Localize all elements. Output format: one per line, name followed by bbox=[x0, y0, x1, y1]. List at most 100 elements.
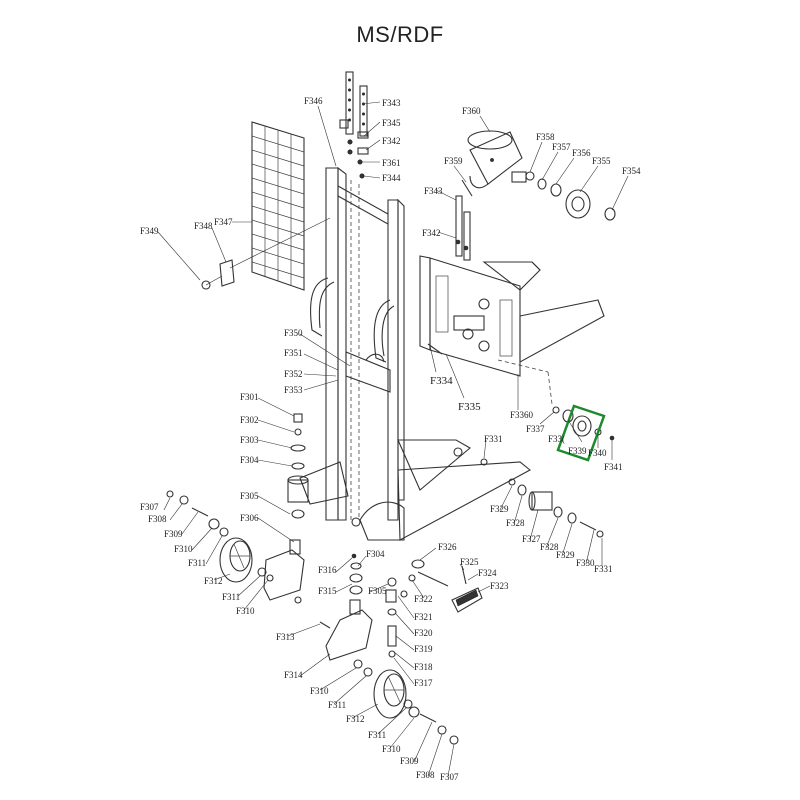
label-f301: F301 bbox=[240, 392, 259, 402]
label-f311: F311 bbox=[188, 558, 206, 568]
right-caster-wheel[interactable] bbox=[373, 669, 407, 719]
label-f312-bottom: F312 bbox=[346, 714, 365, 724]
label-f311-bottom-right: F311 bbox=[368, 730, 386, 740]
label-f307: F307 bbox=[140, 502, 159, 512]
label-f316: F316 bbox=[318, 565, 337, 575]
label-f331: F331 bbox=[484, 434, 503, 444]
label-f343-right: F343 bbox=[424, 186, 443, 196]
label-f334: F334 bbox=[430, 375, 453, 387]
label-f323: F323 bbox=[490, 581, 509, 591]
fork-arms[interactable] bbox=[482, 261, 605, 363]
label-f360: F360 bbox=[462, 106, 481, 116]
label-f344: F344 bbox=[382, 173, 401, 183]
left-stack-parts[interactable] bbox=[290, 413, 306, 519]
pump-pin[interactable] bbox=[461, 179, 473, 197]
label-f307-bottom: F307 bbox=[440, 772, 459, 782]
label-f339: F339 bbox=[568, 446, 587, 456]
label-f328-right: F328 bbox=[540, 542, 559, 552]
right-caster-fork[interactable] bbox=[325, 599, 373, 661]
chain-fittings[interactable] bbox=[339, 119, 369, 179]
backrest-grid[interactable] bbox=[251, 121, 305, 291]
backrest-bolt[interactable] bbox=[201, 275, 223, 290]
label-f318: F318 bbox=[414, 662, 433, 672]
label-f324: F324 bbox=[478, 568, 497, 578]
left-caster-fork[interactable] bbox=[263, 539, 305, 601]
label-f357: F357 bbox=[552, 142, 571, 152]
label-f321: F321 bbox=[414, 612, 433, 622]
label-f348: F348 bbox=[194, 221, 213, 231]
carriage-chains[interactable] bbox=[455, 195, 471, 261]
label-f304-center: F304 bbox=[366, 549, 385, 559]
pedal-link[interactable] bbox=[411, 559, 467, 587]
label-f350: F350 bbox=[284, 328, 303, 338]
label-f310: F310 bbox=[174, 544, 193, 554]
label-f3360: F3360 bbox=[510, 410, 534, 420]
label-f317: F317 bbox=[414, 678, 433, 688]
label-f313: F313 bbox=[276, 632, 295, 642]
label-f343: F343 bbox=[382, 98, 401, 108]
label-f361: F361 bbox=[382, 158, 401, 168]
left-caster-wheel[interactable] bbox=[219, 537, 253, 583]
label-f336: F33( bbox=[548, 434, 565, 444]
highlight-box[interactable] bbox=[556, 404, 606, 462]
label-f310-bottom-right: F310 bbox=[382, 744, 401, 754]
label-f326: F326 bbox=[438, 542, 457, 552]
label-f315: F315 bbox=[318, 586, 337, 596]
base-frame[interactable] bbox=[351, 439, 531, 541]
label-f322: F322 bbox=[414, 594, 433, 604]
label-f331-right: F331 bbox=[594, 564, 613, 574]
label-f359: F359 bbox=[444, 156, 463, 166]
mast-frame[interactable] bbox=[310, 166, 405, 521]
right-caster-parts[interactable] bbox=[353, 659, 459, 745]
label-f329: F329 bbox=[490, 504, 509, 514]
leg-bolt[interactable] bbox=[319, 621, 331, 629]
label-f356: F356 bbox=[572, 148, 591, 158]
carriage-bolt[interactable] bbox=[427, 343, 443, 355]
pump-cylinder[interactable] bbox=[467, 130, 527, 189]
label-f309-bottom: F309 bbox=[400, 756, 419, 766]
leg-arm-upper[interactable] bbox=[299, 461, 349, 505]
label-f335: F335 bbox=[458, 401, 481, 413]
label-f308: F308 bbox=[148, 514, 167, 524]
label-f358: F358 bbox=[536, 132, 555, 142]
label-f354: F354 bbox=[622, 166, 641, 176]
label-f342: F342 bbox=[382, 136, 401, 146]
label-f314: F314 bbox=[284, 670, 303, 680]
label-f309: F309 bbox=[164, 529, 183, 539]
label-f353: F353 bbox=[284, 385, 303, 395]
label-f355: F355 bbox=[592, 156, 611, 166]
left-caster-parts[interactable] bbox=[166, 490, 302, 604]
label-f345: F345 bbox=[382, 118, 401, 128]
axle-assembly[interactable] bbox=[480, 458, 604, 538]
label-f330: F330 bbox=[576, 558, 595, 568]
label-f342-right: F342 bbox=[422, 228, 441, 238]
backrest-bracket[interactable] bbox=[219, 259, 235, 287]
label-f340: F340 bbox=[588, 448, 607, 458]
label-f351: F351 bbox=[284, 348, 303, 358]
label-f320: F320 bbox=[414, 628, 433, 638]
label-f347: F347 bbox=[214, 217, 233, 227]
label-f308-bottom: F308 bbox=[416, 770, 435, 780]
pump-seal-parts[interactable] bbox=[525, 171, 616, 221]
mast-chain-right[interactable] bbox=[359, 85, 368, 137]
label-f310-bottom: F310 bbox=[310, 686, 329, 696]
label-f310-lower: F310 bbox=[236, 606, 255, 616]
mast-chain-left[interactable] bbox=[345, 71, 354, 135]
pedal-small-parts[interactable] bbox=[400, 574, 416, 598]
label-f305: F305 bbox=[240, 491, 259, 501]
label-f325: F325 bbox=[460, 557, 479, 567]
label-f303: F303 bbox=[240, 435, 259, 445]
label-f352: F352 bbox=[284, 369, 303, 379]
fork-carriage[interactable] bbox=[419, 255, 521, 377]
foot-pedal[interactable] bbox=[451, 587, 483, 613]
center-stack-parts[interactable] bbox=[349, 553, 397, 658]
label-f329-right: F329 bbox=[556, 550, 575, 560]
label-f341: F341 bbox=[604, 462, 623, 472]
page-title: MS/RDF bbox=[356, 22, 444, 47]
pivot-bushing[interactable] bbox=[287, 475, 309, 503]
label-f311-bottom: F311 bbox=[328, 700, 346, 710]
label-f304: F304 bbox=[240, 455, 259, 465]
label-f319: F319 bbox=[414, 644, 433, 654]
label-f337: F337 bbox=[526, 424, 545, 434]
